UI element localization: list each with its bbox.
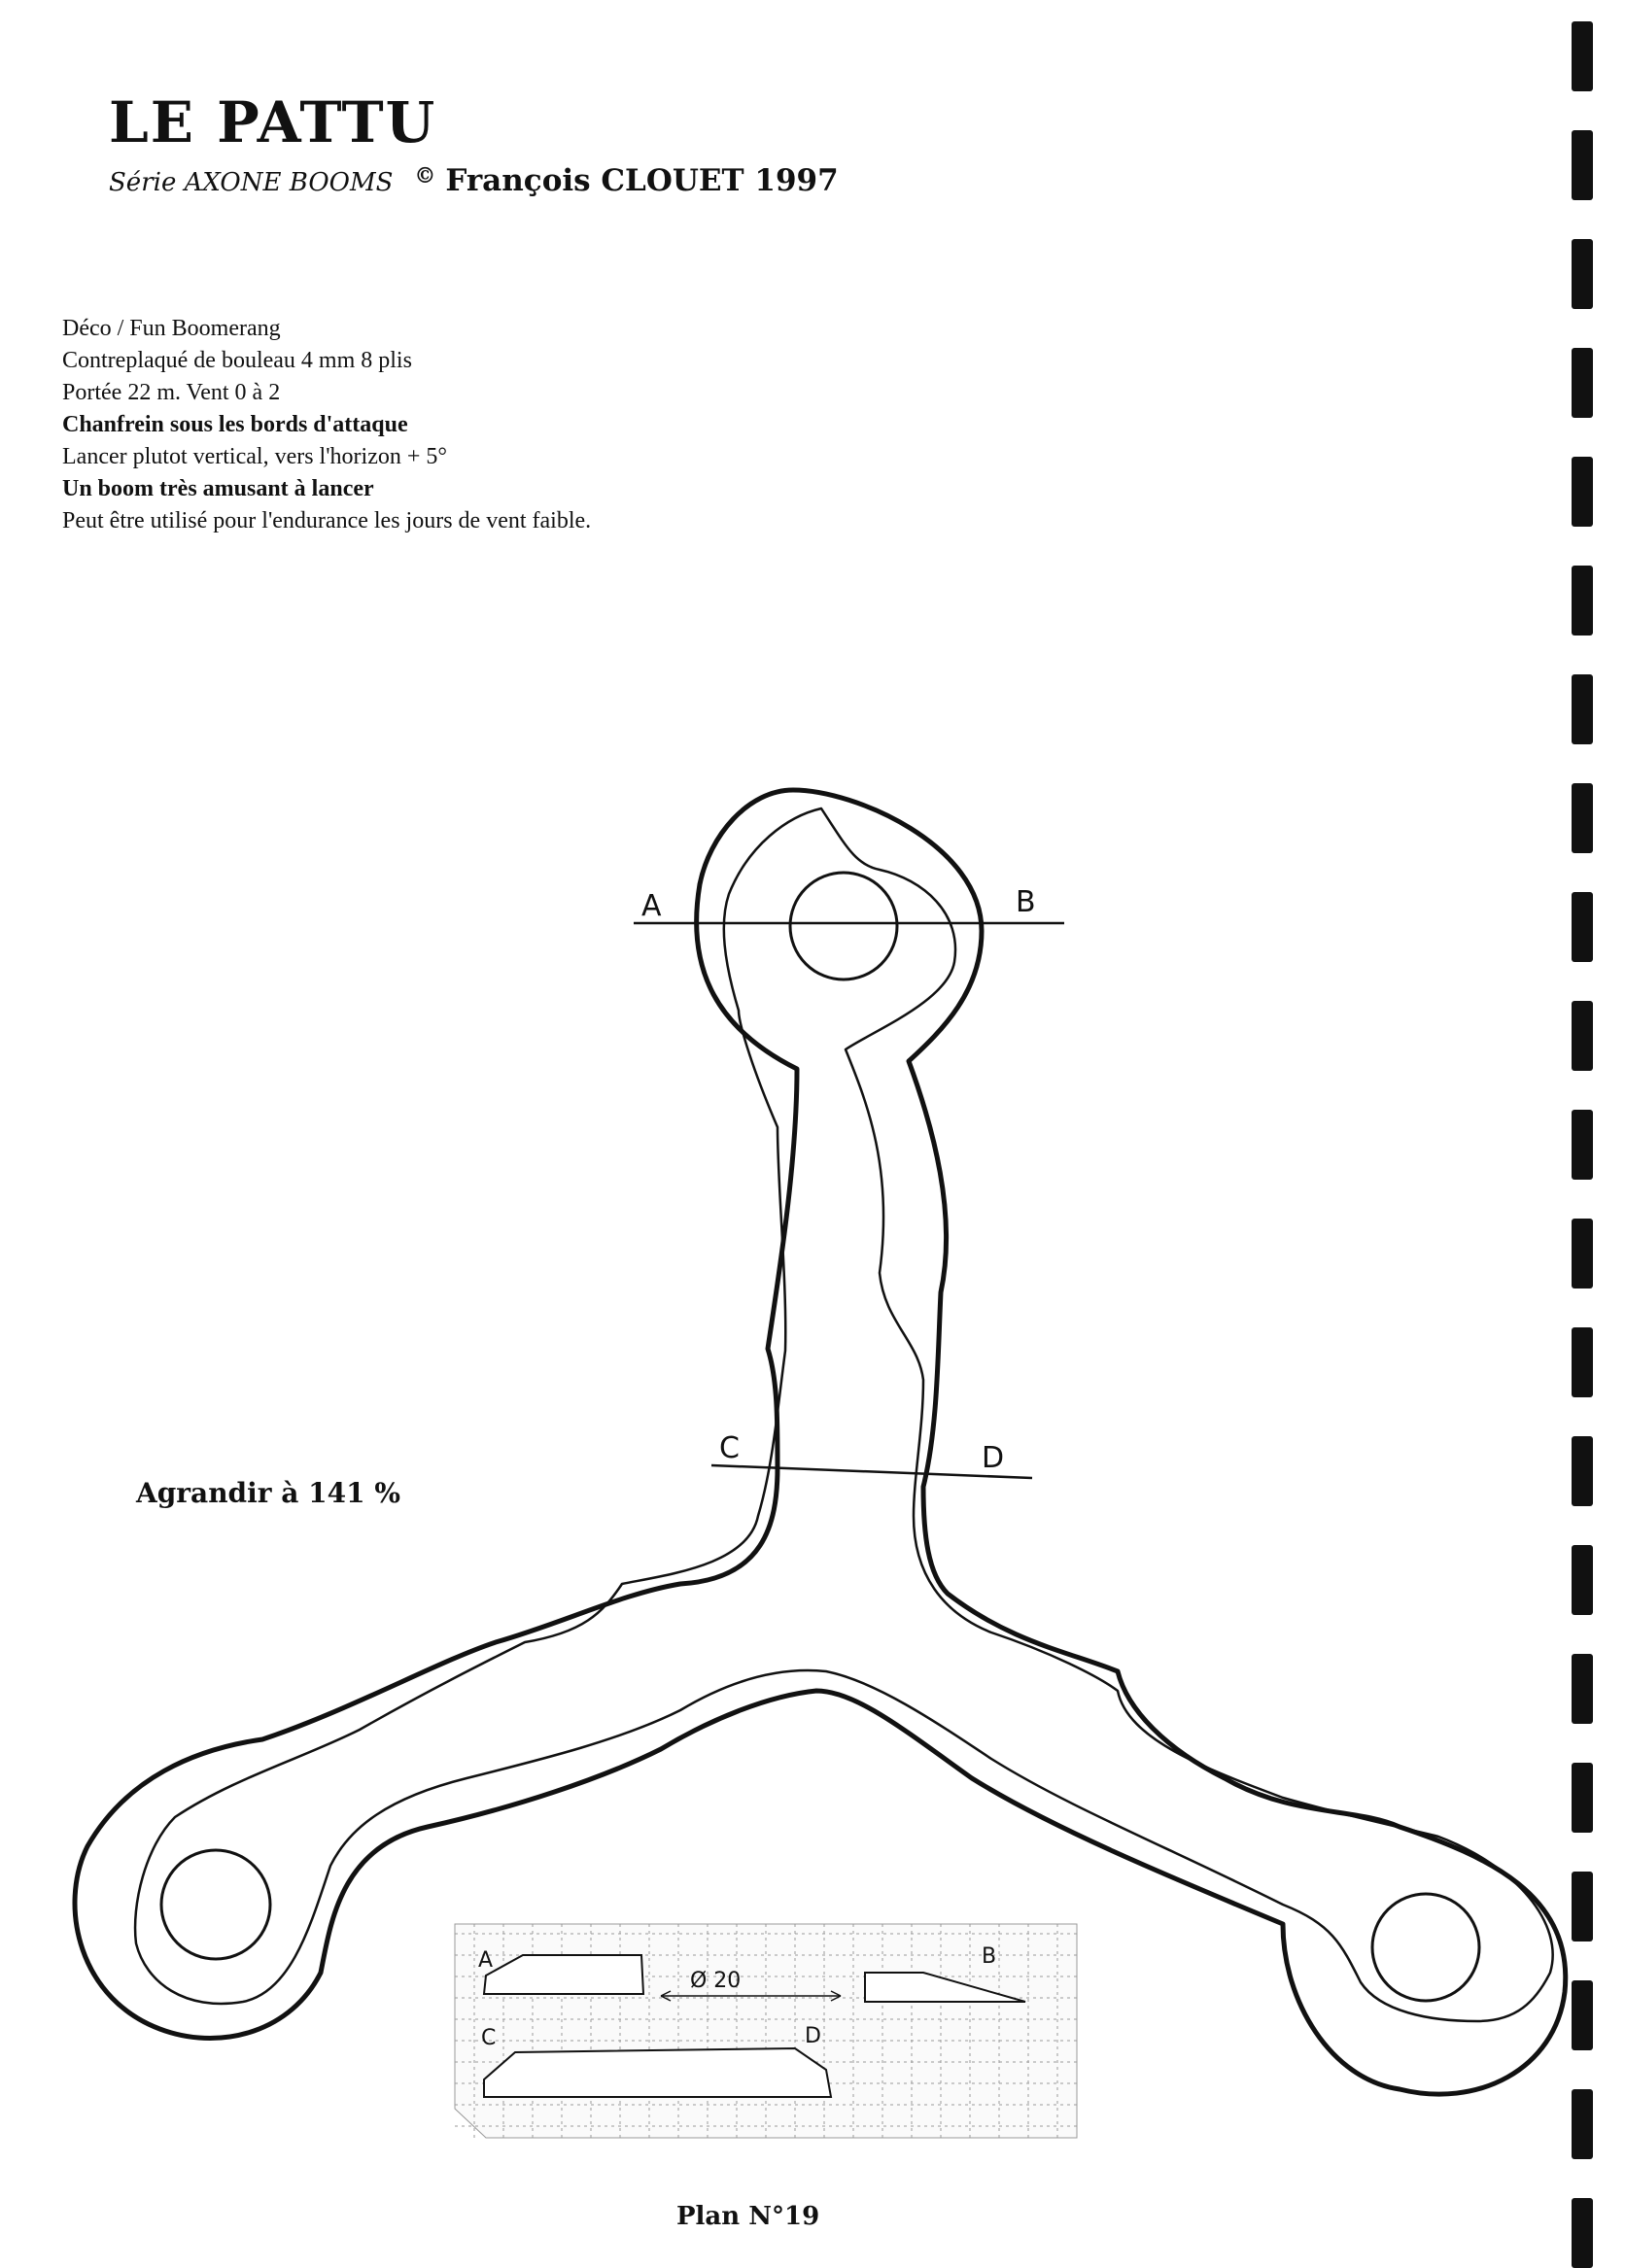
binding-hole (1572, 892, 1593, 962)
spec-line: Portée 22 m. Vent 0 à 2 (62, 380, 281, 405)
binding-hole (1572, 566, 1593, 636)
binding-hole (1572, 130, 1593, 200)
copyright-symbol: © (414, 163, 436, 189)
binding-holes (1565, 0, 1604, 2268)
profile-label-d: D (805, 2024, 821, 2048)
section-label-b: B (1016, 885, 1036, 919)
spec-line: Déco / Fun Boomerang (62, 316, 281, 341)
author-credit: François CLOUET 1997 (445, 163, 839, 198)
binding-hole (1572, 1545, 1593, 1615)
enlarge-note: Agrandir à 141 % (136, 1477, 400, 1509)
binding-hole (1572, 2198, 1593, 2268)
binding-hole (1572, 239, 1593, 309)
boomerang-inner-outline (133, 807, 1554, 2023)
binding-hole (1572, 348, 1593, 418)
spec-line: Un boom très amusant à lancer (62, 476, 374, 501)
binding-hole (1572, 1763, 1593, 1833)
binding-hole (1572, 1001, 1593, 1071)
binding-hole (1572, 1110, 1593, 1180)
boomerang-outer-outline (72, 787, 1569, 2097)
binding-hole (1572, 674, 1593, 744)
spec-line: Peut être utilisé pour l'endurance les j… (62, 508, 592, 533)
binding-hole (1572, 2089, 1593, 2159)
profile-label-c: C (481, 2026, 496, 2050)
profile-diameter-label: Ø 20 (690, 1969, 741, 1993)
spec-line: Lancer plutot vertical, vers l'horizon +… (62, 444, 447, 469)
plan-number: Plan N°19 (676, 2202, 820, 2231)
binding-hole (1572, 1872, 1593, 1942)
profile-label-b: B (982, 1944, 996, 1969)
section-label-d: D (982, 1441, 1004, 1475)
spec-line: Contreplaqué de bouleau 4 mm 8 plis (62, 348, 412, 373)
section-label-a: A (641, 889, 662, 923)
page-title: LE PATTU (109, 89, 437, 155)
hole-right (1370, 1892, 1481, 2003)
binding-hole (1572, 1327, 1593, 1397)
hole-left (159, 1848, 272, 1961)
binding-hole (1572, 783, 1593, 853)
binding-hole (1572, 1436, 1593, 1506)
section-line-cd (710, 1463, 1033, 1480)
subtitle: Série AXONE BOOMS © François CLOUET 1997 (109, 163, 839, 198)
binding-hole (1572, 21, 1593, 91)
series-name: Série AXONE BOOMS (109, 168, 394, 197)
binding-hole (1572, 1654, 1593, 1724)
binding-hole (1572, 1980, 1593, 2050)
section-label-c: C (719, 1431, 740, 1465)
spec-list: Déco / Fun Boomerang Contreplaqué de bou… (62, 313, 591, 537)
binding-hole (1572, 457, 1593, 527)
profile-grid-panel: Ø 20 A B C D (454, 1923, 1078, 2139)
spec-line: Chanfrein sous les bords d'attaque (62, 412, 408, 437)
hole-top (788, 871, 899, 981)
profile-label-a: A (478, 1948, 493, 1973)
binding-hole (1572, 1219, 1593, 1289)
